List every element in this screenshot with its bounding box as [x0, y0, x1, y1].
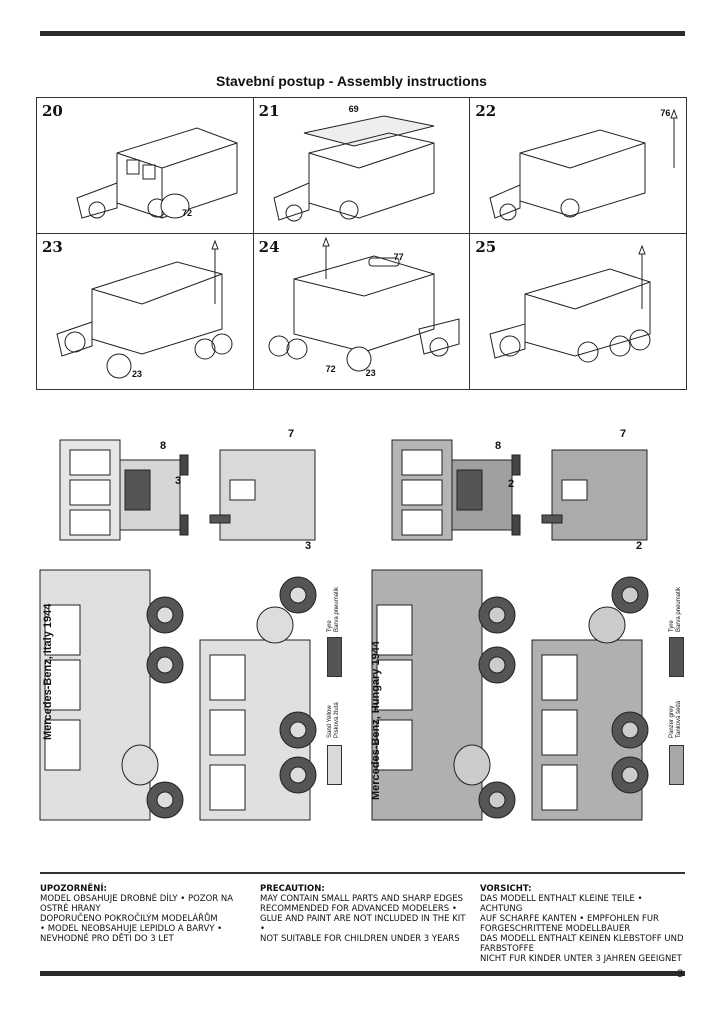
- step-number: 22: [475, 102, 497, 120]
- callout: 8: [160, 440, 167, 452]
- version-title: Mercedes-Benz, Italy 1944: [42, 603, 54, 740]
- tyre-swatch: [669, 637, 684, 677]
- step-25-panel: 25: [470, 234, 686, 389]
- panzer-grey-swatch: [669, 745, 684, 785]
- assembly-row-1: 20 72 21 69 22: [36, 97, 687, 234]
- step-20-panel: 20 72: [37, 98, 254, 233]
- callout: 7: [288, 428, 295, 440]
- warning-en: PRECAUTION: MAY CONTAIN SMALL PARTS AND …: [260, 884, 466, 944]
- step-number: 20: [42, 102, 63, 120]
- step-number: 23: [42, 238, 63, 256]
- callout: 7: [620, 428, 627, 440]
- callout: 2: [636, 540, 643, 552]
- version-title: Mercedes-Benz, Hungary 1944: [370, 641, 382, 800]
- part-number: 77: [393, 252, 404, 262]
- part-number: 72: [325, 364, 336, 374]
- hungary-painting-drawings: [371, 439, 649, 821]
- tyre-swatch: [327, 637, 342, 677]
- part-number: 76: [660, 108, 671, 118]
- part-number: 72: [182, 208, 193, 218]
- step-23-drawing: [56, 239, 233, 379]
- step-21-drawing: [273, 115, 435, 222]
- callout: 3: [305, 540, 312, 552]
- step-24-panel: 24 77 72 23: [254, 234, 471, 389]
- callout: 8: [495, 440, 502, 452]
- warning-title: UPOZORNĚNÍ:: [40, 884, 107, 894]
- warning-title: VORSICHT:: [480, 884, 532, 894]
- step-25-drawing: [489, 244, 651, 363]
- step-24-drawing: [268, 236, 460, 372]
- step-21-panel: 21 69: [254, 98, 471, 233]
- part-number: 69: [348, 104, 359, 114]
- step-22-drawing: [489, 108, 679, 221]
- page-number: 3: [677, 968, 684, 980]
- sand-yellow-swatch: [327, 745, 342, 785]
- step-23-panel: 23 23: [37, 234, 254, 389]
- step-number: 25: [475, 238, 497, 256]
- warning-cz: UPOZORNĚNÍ: MODEL OBSAHUJE DROBNÉ DÍLY •…: [40, 884, 234, 944]
- assembly-row-2: 23 23 24 77 7: [36, 233, 687, 390]
- callout: 3: [175, 475, 182, 487]
- italy-painting-drawings: [39, 439, 317, 821]
- page-title: Stavební postup - Assembly instructions: [216, 73, 487, 89]
- step-number: 21: [258, 102, 280, 120]
- warning-de: VORSICHT: DAS MODELL ENTHALT KLEINE TEIL…: [480, 884, 684, 964]
- bottom-rule: [40, 971, 685, 976]
- warning-divider: [40, 872, 685, 874]
- top-rule: [40, 31, 685, 36]
- part-number: 23: [365, 368, 376, 378]
- part-number: 23: [132, 369, 143, 379]
- callout: 2: [508, 478, 515, 490]
- warning-title: PRECAUTION:: [260, 884, 325, 894]
- step-number: 24: [258, 238, 280, 256]
- step-20-drawing: [76, 127, 238, 219]
- step-22-panel: 22 76: [470, 98, 686, 233]
